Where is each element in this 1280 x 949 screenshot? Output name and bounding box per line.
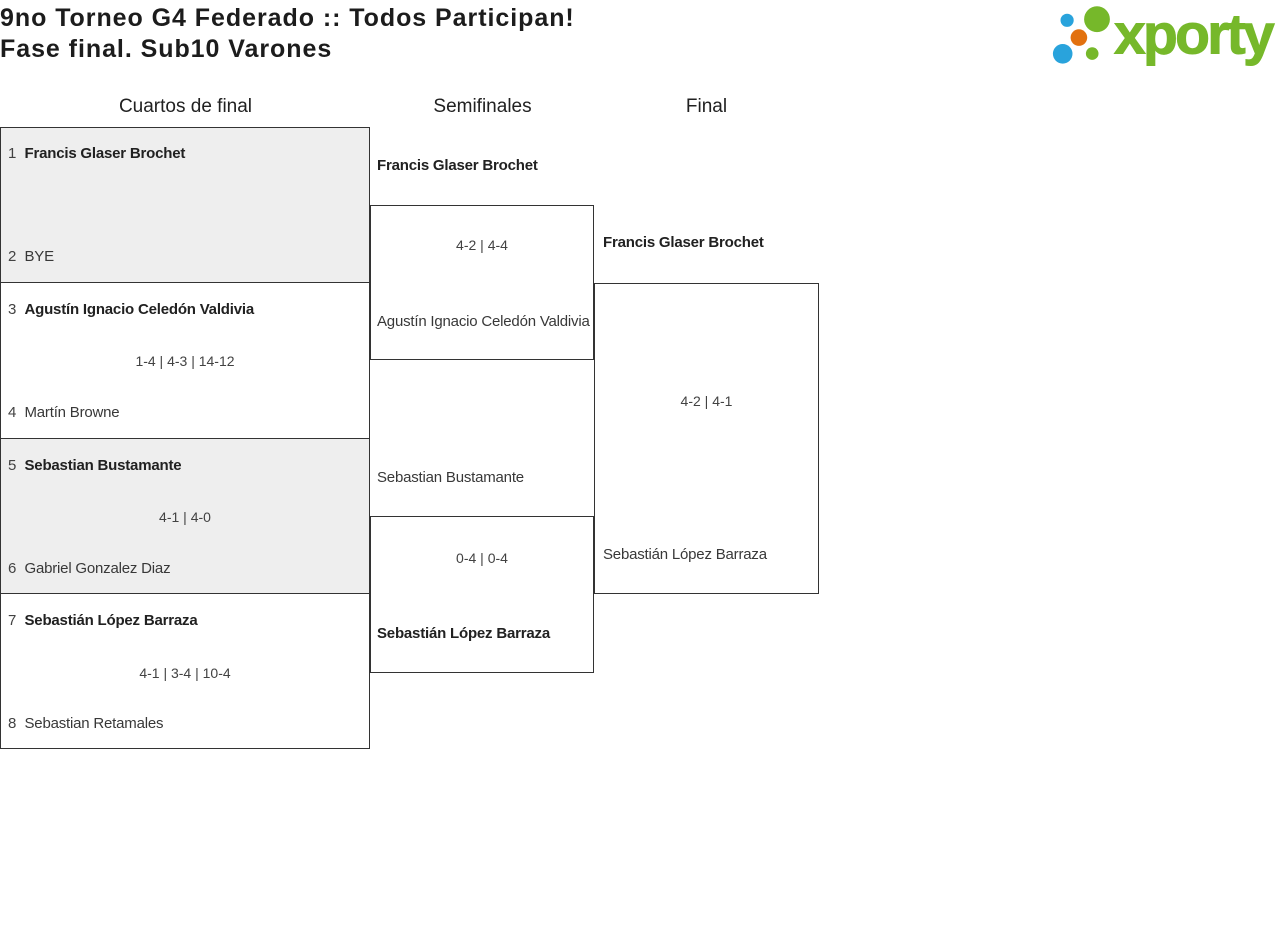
- svg-text:xporty: xporty: [1114, 3, 1275, 67]
